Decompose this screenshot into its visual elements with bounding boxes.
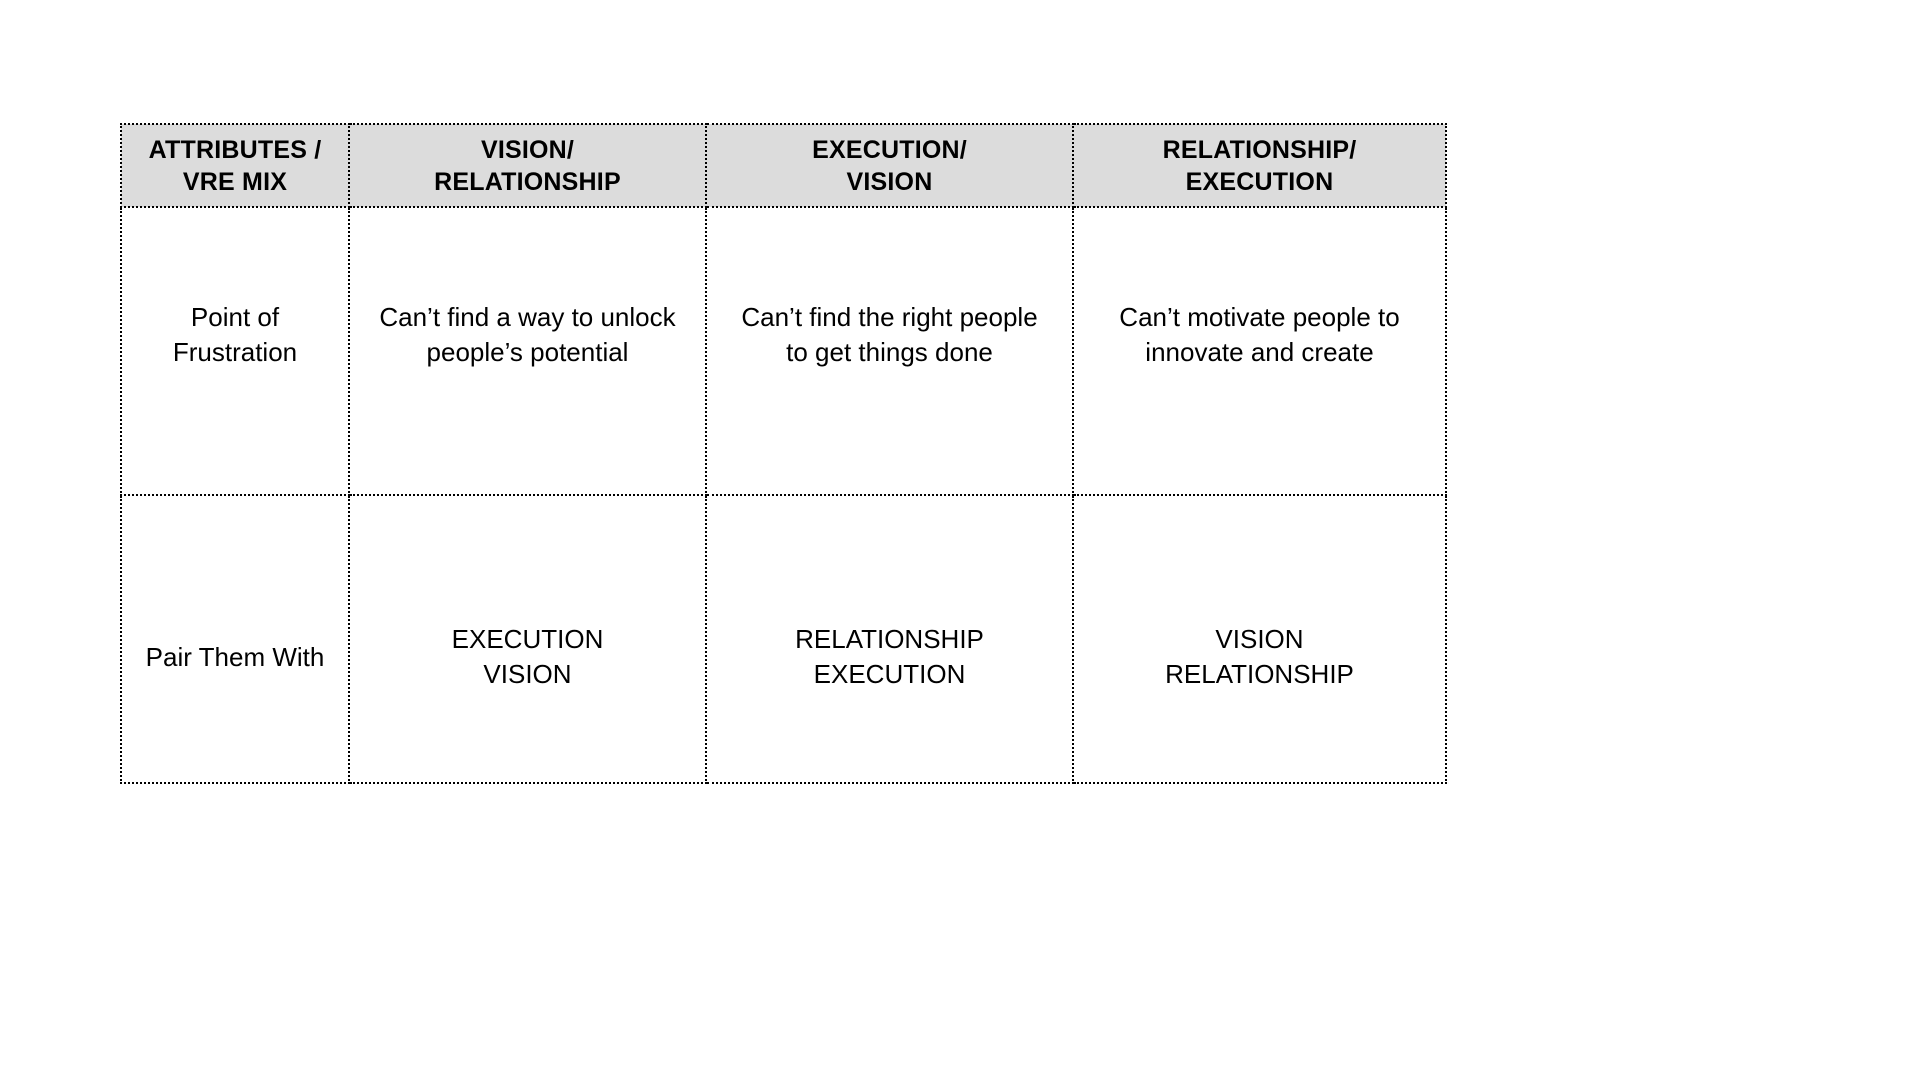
row-label-point-of-frustration-text: Point of Frustration — [130, 300, 340, 369]
cell-frustration-execution-vision-line2: to get things done — [786, 337, 993, 367]
cell-pair-execution-vision: RELATIONSHIP EXECUTION — [705, 494, 1074, 784]
cell-pair-relationship-execution-line1: VISION — [1215, 624, 1304, 655]
column-header-attributes-line2: VRE MIX — [182, 167, 288, 196]
cell-pair-vision-relationship-line2: VISION — [483, 659, 572, 689]
cell-pair-vision-relationship-text: EXECUTION VISION — [358, 622, 697, 691]
row-label-pair-them-with: Pair Them With — [120, 494, 350, 784]
row-label-point-of-frustration-line1: Point of — [190, 302, 280, 333]
cell-frustration-relationship-execution-line1: Can’t motivate people to — [1119, 302, 1400, 333]
column-header-execution-vision: EXECUTION/ VISION — [705, 123, 1074, 208]
cell-frustration-execution-vision-line1: Can’t find the right people — [741, 302, 1038, 333]
column-header-relationship-execution: RELATIONSHIP/ EXECUTION — [1072, 123, 1447, 208]
cell-frustration-execution-vision: Can’t find the right people to get thing… — [705, 206, 1074, 496]
vre-mix-table-container: ATTRIBUTES / VRE MIX VISION/ RELATIONSHI… — [120, 123, 1447, 784]
column-header-relationship-execution-line1: RELATIONSHIP/ — [1162, 135, 1357, 164]
column-header-relationship-execution-line2: EXECUTION — [1185, 167, 1334, 196]
table-header-row: ATTRIBUTES / VRE MIX VISION/ RELATIONSHI… — [120, 123, 1447, 208]
cell-frustration-relationship-execution-line2: innovate and create — [1145, 337, 1374, 367]
cell-pair-vision-relationship: EXECUTION VISION — [348, 494, 707, 784]
cell-pair-execution-vision-line1: RELATIONSHIP — [795, 624, 984, 655]
cell-frustration-vision-relationship: Can’t find a way to unlock people’s pote… — [348, 206, 707, 496]
column-header-vision-relationship: VISION/ RELATIONSHIP — [348, 123, 707, 208]
cell-pair-relationship-execution-text: VISION RELATIONSHIP — [1082, 622, 1437, 691]
cell-pair-execution-vision-text: RELATIONSHIP EXECUTION — [715, 622, 1064, 691]
table-row-point-of-frustration: Point of Frustration Can’t find a way to… — [120, 206, 1447, 496]
column-header-vision-relationship-line1: VISION/ — [480, 135, 575, 164]
row-label-point-of-frustration: Point of Frustration — [120, 206, 350, 496]
cell-frustration-vision-relationship-line2: people’s potential — [426, 337, 629, 367]
cell-frustration-vision-relationship-line1: Can’t find a way to unlock — [379, 302, 676, 333]
cell-pair-execution-vision-line2: EXECUTION — [813, 659, 966, 689]
cell-pair-relationship-execution-line2: RELATIONSHIP — [1165, 659, 1354, 689]
column-header-attributes: ATTRIBUTES / VRE MIX — [120, 123, 350, 208]
row-label-point-of-frustration-line2: Frustration — [172, 337, 298, 367]
column-header-execution-vision-line2: VISION — [846, 167, 933, 196]
row-label-pair-them-with-text: Pair Them With — [130, 640, 340, 675]
cell-frustration-relationship-execution: Can’t motivate people to innovate and cr… — [1072, 206, 1447, 496]
cell-frustration-relationship-execution-text: Can’t motivate people to innovate and cr… — [1082, 300, 1437, 369]
vre-mix-table: ATTRIBUTES / VRE MIX VISION/ RELATIONSHI… — [120, 123, 1447, 784]
cell-frustration-execution-vision-text: Can’t find the right people to get thing… — [715, 300, 1064, 369]
column-header-execution-vision-line1: EXECUTION/ — [812, 135, 967, 164]
cell-pair-relationship-execution: VISION RELATIONSHIP — [1072, 494, 1447, 784]
cell-frustration-vision-relationship-text: Can’t find a way to unlock people’s pote… — [358, 300, 697, 369]
row-label-pair-them-with-line1: Pair Them With — [145, 641, 325, 672]
column-header-attributes-line1: ATTRIBUTES / — [148, 135, 322, 164]
table-row-pair-them-with: Pair Them With EXECUTION VISION RELATION… — [120, 494, 1447, 784]
column-header-vision-relationship-line2: RELATIONSHIP — [434, 167, 621, 196]
cell-pair-vision-relationship-line1: EXECUTION — [451, 624, 604, 655]
